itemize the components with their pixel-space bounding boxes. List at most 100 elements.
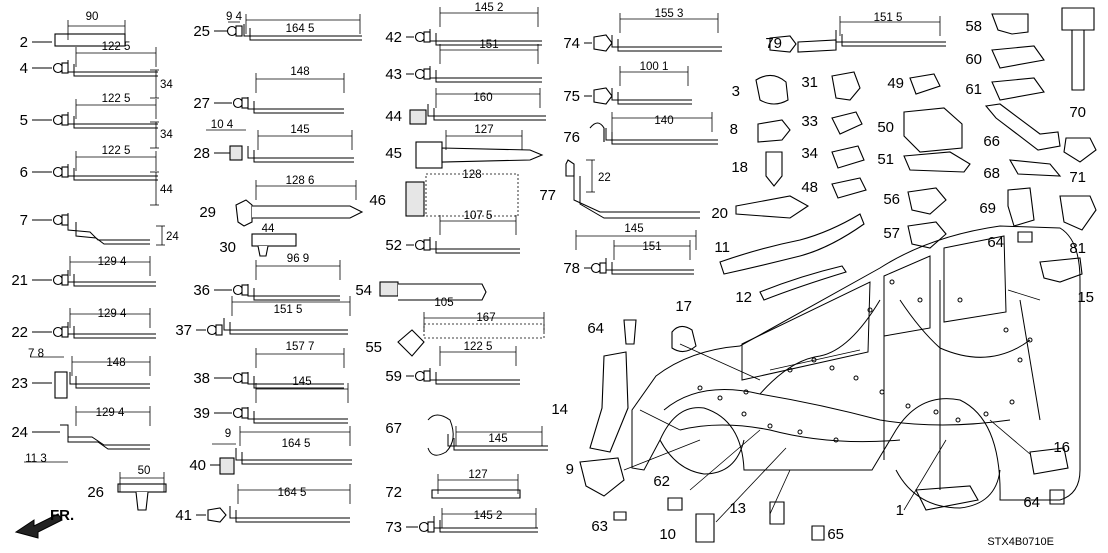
harness-clip-point (955, 417, 961, 423)
dim-label-54-0: 105 (434, 297, 453, 309)
clip-icon (418, 521, 435, 533)
harness-59 (429, 368, 520, 385)
dim-label-6-0: 122 5 (102, 145, 131, 157)
dim-label-79-0: 151 5 (874, 12, 903, 24)
callout-52: 52 (385, 237, 402, 254)
part-16 (1029, 447, 1069, 475)
clip-icon (52, 166, 69, 178)
dim-label-25-1: 164 5 (286, 23, 315, 35)
harness-40 (235, 448, 352, 465)
callout-22: 22 (11, 324, 28, 341)
callout-10: 10 (659, 526, 676, 543)
dim-label-77-0: 22 (598, 172, 611, 184)
callout-12: 12 (735, 289, 752, 306)
callout-18: 18 (731, 159, 748, 176)
grommet-23 (54, 371, 68, 399)
part-62 (667, 497, 683, 511)
clip-30 (251, 233, 297, 247)
callout-15: 15 (1077, 289, 1094, 306)
harness-41 (229, 506, 350, 523)
harness-25 (243, 24, 362, 41)
harness-5 (67, 112, 158, 129)
dim-label-41-0: 164 5 (278, 487, 307, 499)
part-13 (769, 501, 785, 525)
harness-clip-point (957, 297, 963, 303)
callout-13: 13 (729, 500, 746, 517)
callout-46: 46 (369, 192, 386, 209)
callout-64: 64 (587, 320, 604, 337)
dim-label-25-0: 9 4 (226, 11, 243, 23)
callout-27: 27 (193, 95, 210, 112)
callout-68: 68 (983, 165, 1000, 182)
callout-54: 54 (355, 282, 372, 299)
callout-49: 49 (887, 75, 904, 92)
clip-icon (226, 25, 243, 37)
part-8 (757, 119, 791, 143)
dim-label-39-0: 145 (292, 376, 311, 388)
clip-icon (414, 31, 431, 43)
callout-14: 14 (551, 401, 568, 418)
harness-clip-point (829, 365, 835, 371)
callout-63: 63 (591, 518, 608, 535)
callout-8: 8 (730, 121, 738, 138)
part-34 (831, 145, 865, 169)
callout-34: 34 (801, 145, 818, 162)
part-63 (613, 511, 627, 521)
dim-label-22-1: 7 8 (28, 348, 44, 360)
callout-79: 79 (765, 35, 782, 52)
part-9 (579, 457, 625, 497)
dim-label-37-0: 151 5 (274, 304, 303, 316)
part-61 (991, 77, 1045, 101)
dim-label-75-0: 100 1 (640, 61, 669, 73)
callout-21: 21 (11, 272, 28, 289)
callout-11: 11 (714, 239, 730, 256)
dim-label-21-0: 129 4 (98, 256, 127, 268)
dim-label-77-1: 145 (624, 223, 643, 235)
callout-78: 78 (563, 260, 580, 277)
dim-label-45-0: 127 (474, 124, 493, 136)
callout-57: 57 (883, 225, 900, 242)
harness-clip-point (867, 307, 873, 313)
harness-22 (67, 322, 156, 339)
part-66 (984, 103, 1061, 151)
callout-37: 37 (175, 322, 192, 339)
part-81 (1059, 195, 1097, 231)
clip-icon (52, 62, 69, 74)
callout-39: 39 (193, 405, 210, 422)
clip-icon (52, 326, 69, 338)
dim-label-30-0: 44 (262, 223, 275, 235)
callout-59: 59 (385, 368, 402, 385)
harness-clip-point (917, 297, 923, 303)
dim-label-59-0: 122 5 (464, 341, 493, 353)
front-arrow-label: FR. (50, 507, 74, 524)
callout-69: 69 (979, 200, 996, 217)
clip-26 (117, 483, 167, 493)
callout-81: 81 (1069, 240, 1086, 257)
callout-17: 17 (675, 298, 692, 315)
harness-clip-point (717, 395, 723, 401)
callout-42: 42 (385, 29, 402, 46)
callout-72: 72 (385, 484, 402, 501)
callout-1: 1 (896, 502, 904, 519)
callout-64: 64 (1023, 494, 1040, 511)
callout-58: 58 (965, 18, 982, 35)
part-48 (831, 177, 867, 199)
part-33 (831, 111, 863, 135)
callout-25: 25 (193, 23, 210, 40)
clip-icon (232, 372, 249, 384)
connector-28 (229, 145, 243, 161)
part-1 (915, 485, 979, 511)
dim-label-5-0: 122 5 (102, 93, 131, 105)
part-15 (1039, 257, 1083, 283)
callout-9: 9 (566, 461, 574, 478)
dim-label-4-0: 122 5 (102, 41, 131, 53)
part-64 (623, 319, 637, 345)
wire-bundle-55 (423, 323, 545, 339)
harness-clip-point (933, 409, 939, 415)
harness-clip-point (833, 437, 839, 443)
callout-3: 3 (732, 83, 740, 100)
clip-icon (206, 324, 223, 336)
parts-layer (24, 7, 1097, 543)
clip-icon (232, 284, 249, 296)
part-68 (1008, 159, 1062, 177)
